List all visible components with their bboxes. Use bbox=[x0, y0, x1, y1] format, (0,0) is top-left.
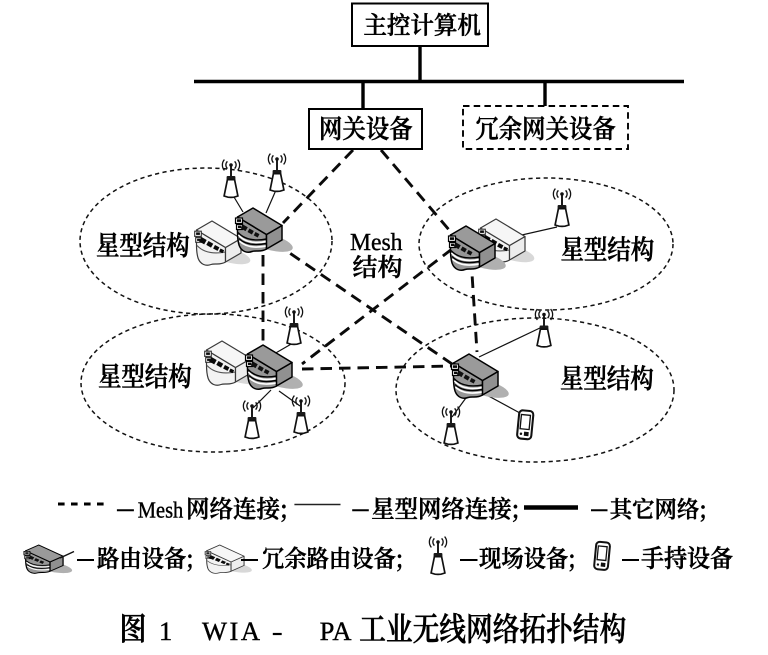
svg-text:Mesh: Mesh bbox=[138, 498, 184, 523]
svg-text:Mesh: Mesh bbox=[350, 229, 403, 256]
svg-text:WIA: WIA bbox=[202, 616, 262, 646]
svg-text:PA: PA bbox=[320, 616, 352, 646]
svg-text:1: 1 bbox=[159, 616, 172, 646]
